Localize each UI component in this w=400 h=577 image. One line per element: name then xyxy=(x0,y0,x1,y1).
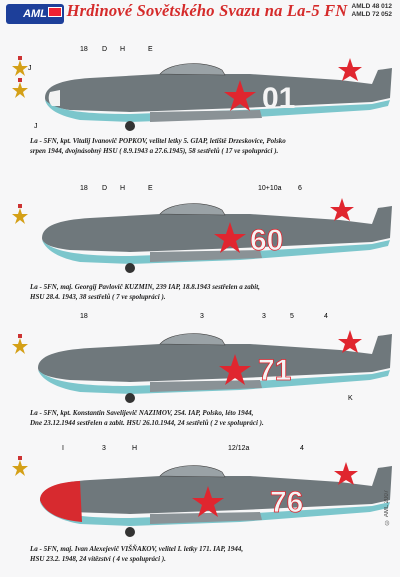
caption-line: srpen 1944, dvojnásobný HSU ( 8.9.1943 a… xyxy=(30,147,279,155)
callout-label: 10+10a xyxy=(258,185,282,192)
tail-number: 60 xyxy=(250,224,283,257)
caption-line: La - 5FN, kpt. Konstantin Savelijevič NA… xyxy=(30,409,254,417)
hero-medal-icon xyxy=(12,456,28,476)
callout-label: J xyxy=(34,123,38,130)
callout-label: K xyxy=(348,395,353,402)
aircraft-profile-4: 76 I 3 H 12/12a 4 xyxy=(12,445,392,537)
callout-label: E xyxy=(148,46,153,53)
aircraft-caption: La - 5FN, maj. Georgij Pavlovič KUZMIN, … xyxy=(30,282,380,302)
callout-label: H xyxy=(132,445,137,452)
caption-line: HSU 23.2. 1948, 24 vítězství ( 4 ve spol… xyxy=(30,555,166,563)
callout-label: E xyxy=(148,185,153,192)
callout-label: 4 xyxy=(324,313,328,320)
caption-line: HSU 28.4. 1943, 38 sestřelů ( 7 ve spolu… xyxy=(30,293,166,301)
aircraft-section-2: 60 18 D H E 10+10a 6 La - 5FN, maj. Geor… xyxy=(0,178,400,310)
callout-label: 3 xyxy=(200,313,204,320)
caption-line: Dne 23.12.1944 sestřelen a zabit. HSU 26… xyxy=(30,419,264,427)
product-code-48: AMLD 48 012 xyxy=(351,3,392,10)
tail-number: 76 xyxy=(270,486,303,519)
hero-medal-icon xyxy=(12,56,28,76)
callout-label: H xyxy=(120,46,125,53)
callout-label: I xyxy=(62,445,64,452)
callout-label: H xyxy=(120,185,125,192)
callout-label: 18 xyxy=(80,46,88,53)
product-codes: AMLD 48 012 AMLD 72 052 xyxy=(352,3,392,19)
page-title: Hrdinové Sovětského Svazu na La-5 FN xyxy=(66,1,348,20)
callout-label: 18 xyxy=(80,313,88,320)
aircraft-section-3: 71 18 3 3 5 4 K La - 5FN, kpt. Konstanti… xyxy=(0,306,400,436)
aircraft-caption: La - 5FN, kpt. Konstantin Savelijevič NA… xyxy=(30,408,380,428)
callout-label: J xyxy=(28,65,32,72)
callout-label: 6 xyxy=(298,185,302,192)
hero-medal-icon xyxy=(12,204,28,224)
aircraft-profile-2: 60 18 D H E 10+10a 6 xyxy=(12,185,392,273)
hero-medal-icon xyxy=(12,334,28,354)
header: AML Hrdinové Sovětského Svazu na La-5 FN… xyxy=(0,0,400,34)
caption-line: La - 5FN, kpt. Vitalij Ivanovič POPKOV, … xyxy=(30,137,286,145)
callout-label: 4 xyxy=(300,445,304,452)
callout-label: 3 xyxy=(102,445,106,452)
aircraft-caption: La - 5FN, kpt. Vitalij Ivanovič POPKOV, … xyxy=(30,136,380,156)
callout-label: 3 xyxy=(262,313,266,320)
callout-label: 5 xyxy=(290,313,294,320)
callout-label: D xyxy=(102,46,107,53)
tail-number: 71 xyxy=(258,354,291,387)
callout-label: 12/12a xyxy=(228,445,250,452)
flag-icon xyxy=(48,7,62,17)
caption-line: La - 5FN, maj. Georgij Pavlovič KUZMIN, … xyxy=(30,283,260,291)
copyright-credit: © AML 2007 xyxy=(384,490,390,525)
hero-medal-icon xyxy=(12,78,28,98)
aircraft-section-4: 76 I 3 H 12/12a 4 La - 5FN, maj. Ivan Al… xyxy=(0,436,400,577)
aircraft-profile-1: 01 18 D H E J J xyxy=(12,46,392,131)
callout-label: 18 xyxy=(80,185,88,192)
aircraft-caption: La - 5FN, maj. Ivan Alexejevič VIŠŇAKOV,… xyxy=(30,544,380,564)
aircraft-section-1: 01 18 D H E J J La - 5FN, kpt. Vitalij I… xyxy=(0,40,400,172)
aml-logo: AML xyxy=(6,4,64,24)
tail-number: 01 xyxy=(262,82,295,115)
caption-line: La - 5FN, maj. Ivan Alexejevič VIŠŇAKOV,… xyxy=(30,545,244,553)
product-code-72: AMLD 72 052 xyxy=(351,11,392,18)
aircraft-profile-3: 71 18 3 3 5 4 K xyxy=(12,313,392,403)
callout-label: D xyxy=(102,185,107,192)
logo-text: AML xyxy=(23,8,47,20)
